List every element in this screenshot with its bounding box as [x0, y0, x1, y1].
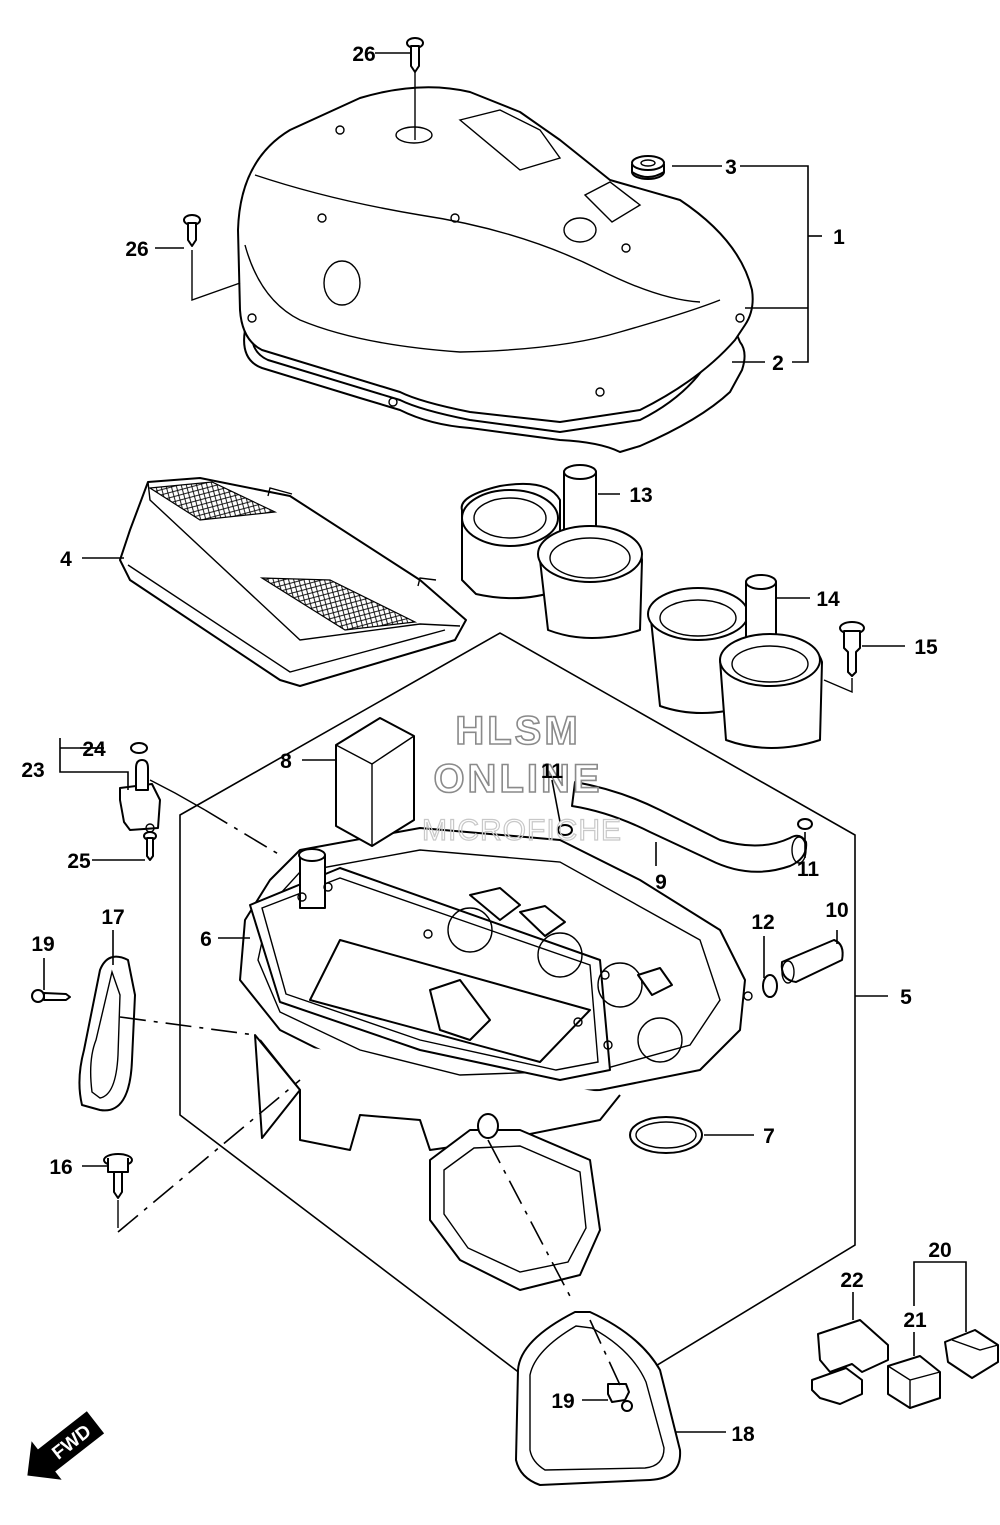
leader-lines: [43, 52, 967, 1433]
drain-hose: [780, 939, 844, 983]
callout-6: 6: [200, 928, 212, 951]
callout-18: 18: [731, 1423, 755, 1446]
callout-11-right: 11: [797, 858, 820, 881]
screw-19-left: [31, 989, 71, 1003]
o-ring: [629, 1116, 703, 1154]
callout-25: 25: [67, 850, 91, 873]
callout-3: 3: [725, 156, 737, 179]
callout-7: 7: [763, 1125, 775, 1148]
intake-funnel-14: [647, 574, 823, 749]
sensor-bracket: [119, 759, 206, 833]
cover-shell: [237, 86, 754, 423]
callout-16: 16: [49, 1156, 72, 1179]
callout-19-left: 19: [31, 933, 54, 956]
callout-26-left: 26: [125, 238, 148, 261]
grommet: [631, 155, 665, 180]
clamp-12: [762, 974, 778, 998]
watermark-line2: ONLINE: [433, 757, 602, 801]
airbox-frame: [179, 632, 856, 1416]
callout-11-left: 11: [541, 760, 564, 783]
callout-14: 14: [816, 588, 840, 611]
intake-funnel-13: [460, 464, 643, 639]
screw-25: [143, 831, 157, 861]
callout-21: 21: [903, 1309, 927, 1332]
watermark: HLSM ONLINE MICROFICHE: [421, 708, 622, 847]
clamp-left: [557, 824, 573, 836]
callout-12: 12: [751, 911, 774, 934]
callout-24: 24: [82, 738, 106, 761]
callout-26-top: 26: [352, 43, 375, 66]
screw-top: [406, 37, 424, 140]
air-cleaner-cover: [237, 86, 754, 453]
callout-20: 20: [928, 1239, 951, 1262]
lower-duct: [429, 1113, 601, 1291]
airbox-case: [239, 827, 753, 1151]
cover-gasket: [243, 329, 746, 453]
callout-17: 17: [101, 906, 124, 929]
bolt-16: [103, 1153, 133, 1228]
callout-labels: 1 2 3 4 5 6 7 8 9 10 11 11 12 13 14 15 1…: [21, 43, 951, 1446]
connector-21: [887, 1355, 941, 1409]
callout-5: 5: [900, 986, 912, 1009]
screw-19-bottom: [607, 1383, 633, 1412]
callout-4: 4: [60, 548, 72, 571]
air-filter-element: [119, 477, 467, 687]
breather-hose: [571, 781, 808, 873]
callout-19-bottom: 19: [551, 1390, 574, 1413]
watermark-line1: HLSM: [455, 709, 580, 753]
sensor-block: [335, 717, 415, 847]
o-ring-small: [130, 742, 148, 754]
fwd-direction-badge: FWD: [27, 1411, 105, 1480]
side-duct: [78, 955, 136, 1112]
screw-left: [183, 214, 241, 301]
callout-22: 22: [840, 1269, 863, 1292]
callout-13: 13: [629, 484, 652, 507]
callout-1: 1: [833, 226, 845, 249]
callout-10: 10: [825, 899, 848, 922]
connector-20: [944, 1329, 999, 1379]
bolt-15: [823, 621, 865, 694]
callout-23: 23: [21, 759, 44, 782]
watermark-line3: MICROFICHE: [422, 814, 622, 847]
connector-clip: [811, 1319, 889, 1405]
callout-9: 9: [655, 871, 667, 894]
callout-8: 8: [280, 750, 292, 773]
clamp-right: [797, 818, 813, 830]
bottom-cover: [515, 1311, 682, 1486]
callout-2: 2: [772, 352, 784, 375]
callout-15: 15: [914, 636, 938, 659]
